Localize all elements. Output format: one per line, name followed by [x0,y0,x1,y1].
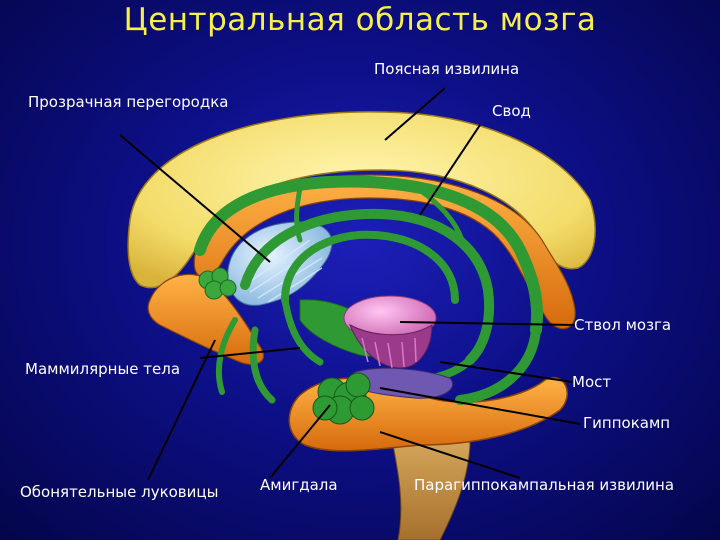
label-hippocampus: Гиппокамп [583,414,670,432]
label-pons: Мост [572,373,611,391]
label-fornix: Свод [492,102,531,120]
label-parahippocampal-gyrus: Парагиппокампальная извилина [414,476,674,494]
label-mammillary-bodies: Маммилярные тела [25,360,180,378]
label-septum-pellucidum: Прозрачная перегородка [28,93,229,111]
label-amygdala: Амигдала [260,476,338,494]
label-olfactory-bulbs: Обонятельные луковицы [20,483,218,501]
label-brain-stem: Ствол мозга [574,316,671,334]
label-cingulate-gyrus: Поясная извилина [374,60,519,78]
